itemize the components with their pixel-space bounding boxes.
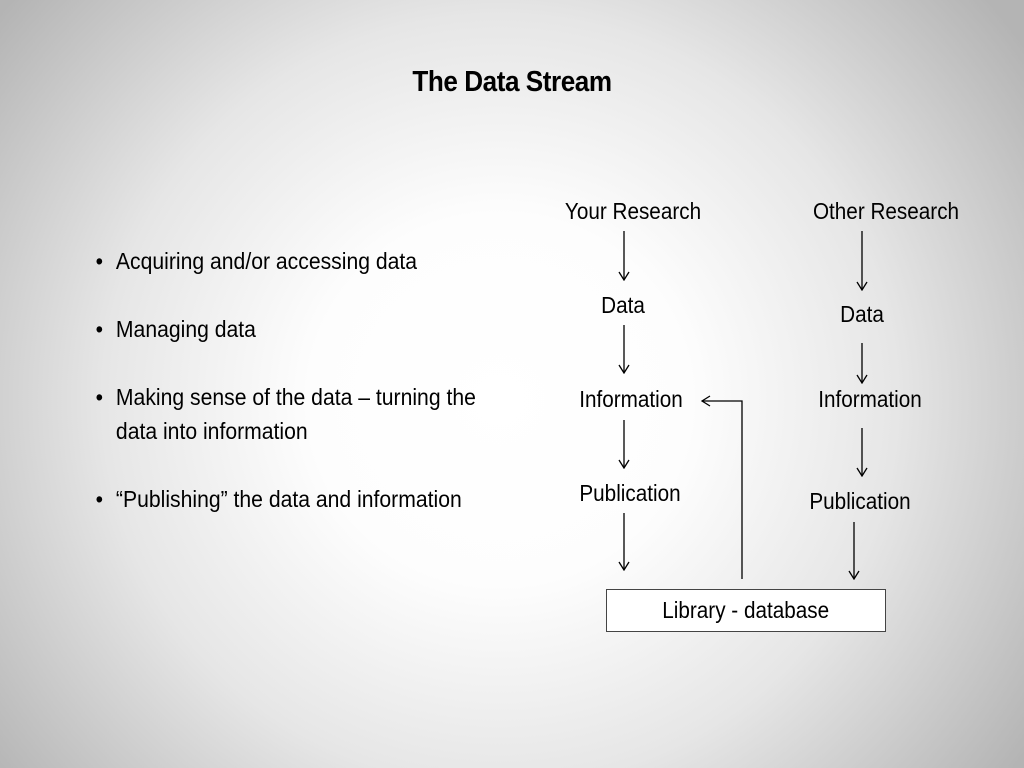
other-publication-node: Publication [809,488,911,514]
other-research-header: Other Research [812,198,960,224]
library-database-box: Library - database [606,589,886,632]
bullet-item: Making sense of the data – turning the d… [92,380,497,448]
bullet-item: Acquiring and/or accessing data [92,244,497,278]
slide-title: The Data Stream [412,66,612,98]
bullet-list: Acquiring and/or accessing data Managing… [92,244,497,550]
your-data-node: Data [601,292,645,318]
library-database-label: Library - database [662,597,830,623]
arrow-library-feedback-to-information [702,401,743,579]
your-research-header: Your Research [564,198,702,224]
other-data-node: Data [840,301,884,327]
bullet-item: Managing data [92,312,497,346]
other-information-node: Information [818,386,922,412]
your-information-node: Information [579,386,683,412]
your-publication-node: Publication [579,480,681,506]
bullet-item: “Publishing” the data and information [92,482,497,516]
